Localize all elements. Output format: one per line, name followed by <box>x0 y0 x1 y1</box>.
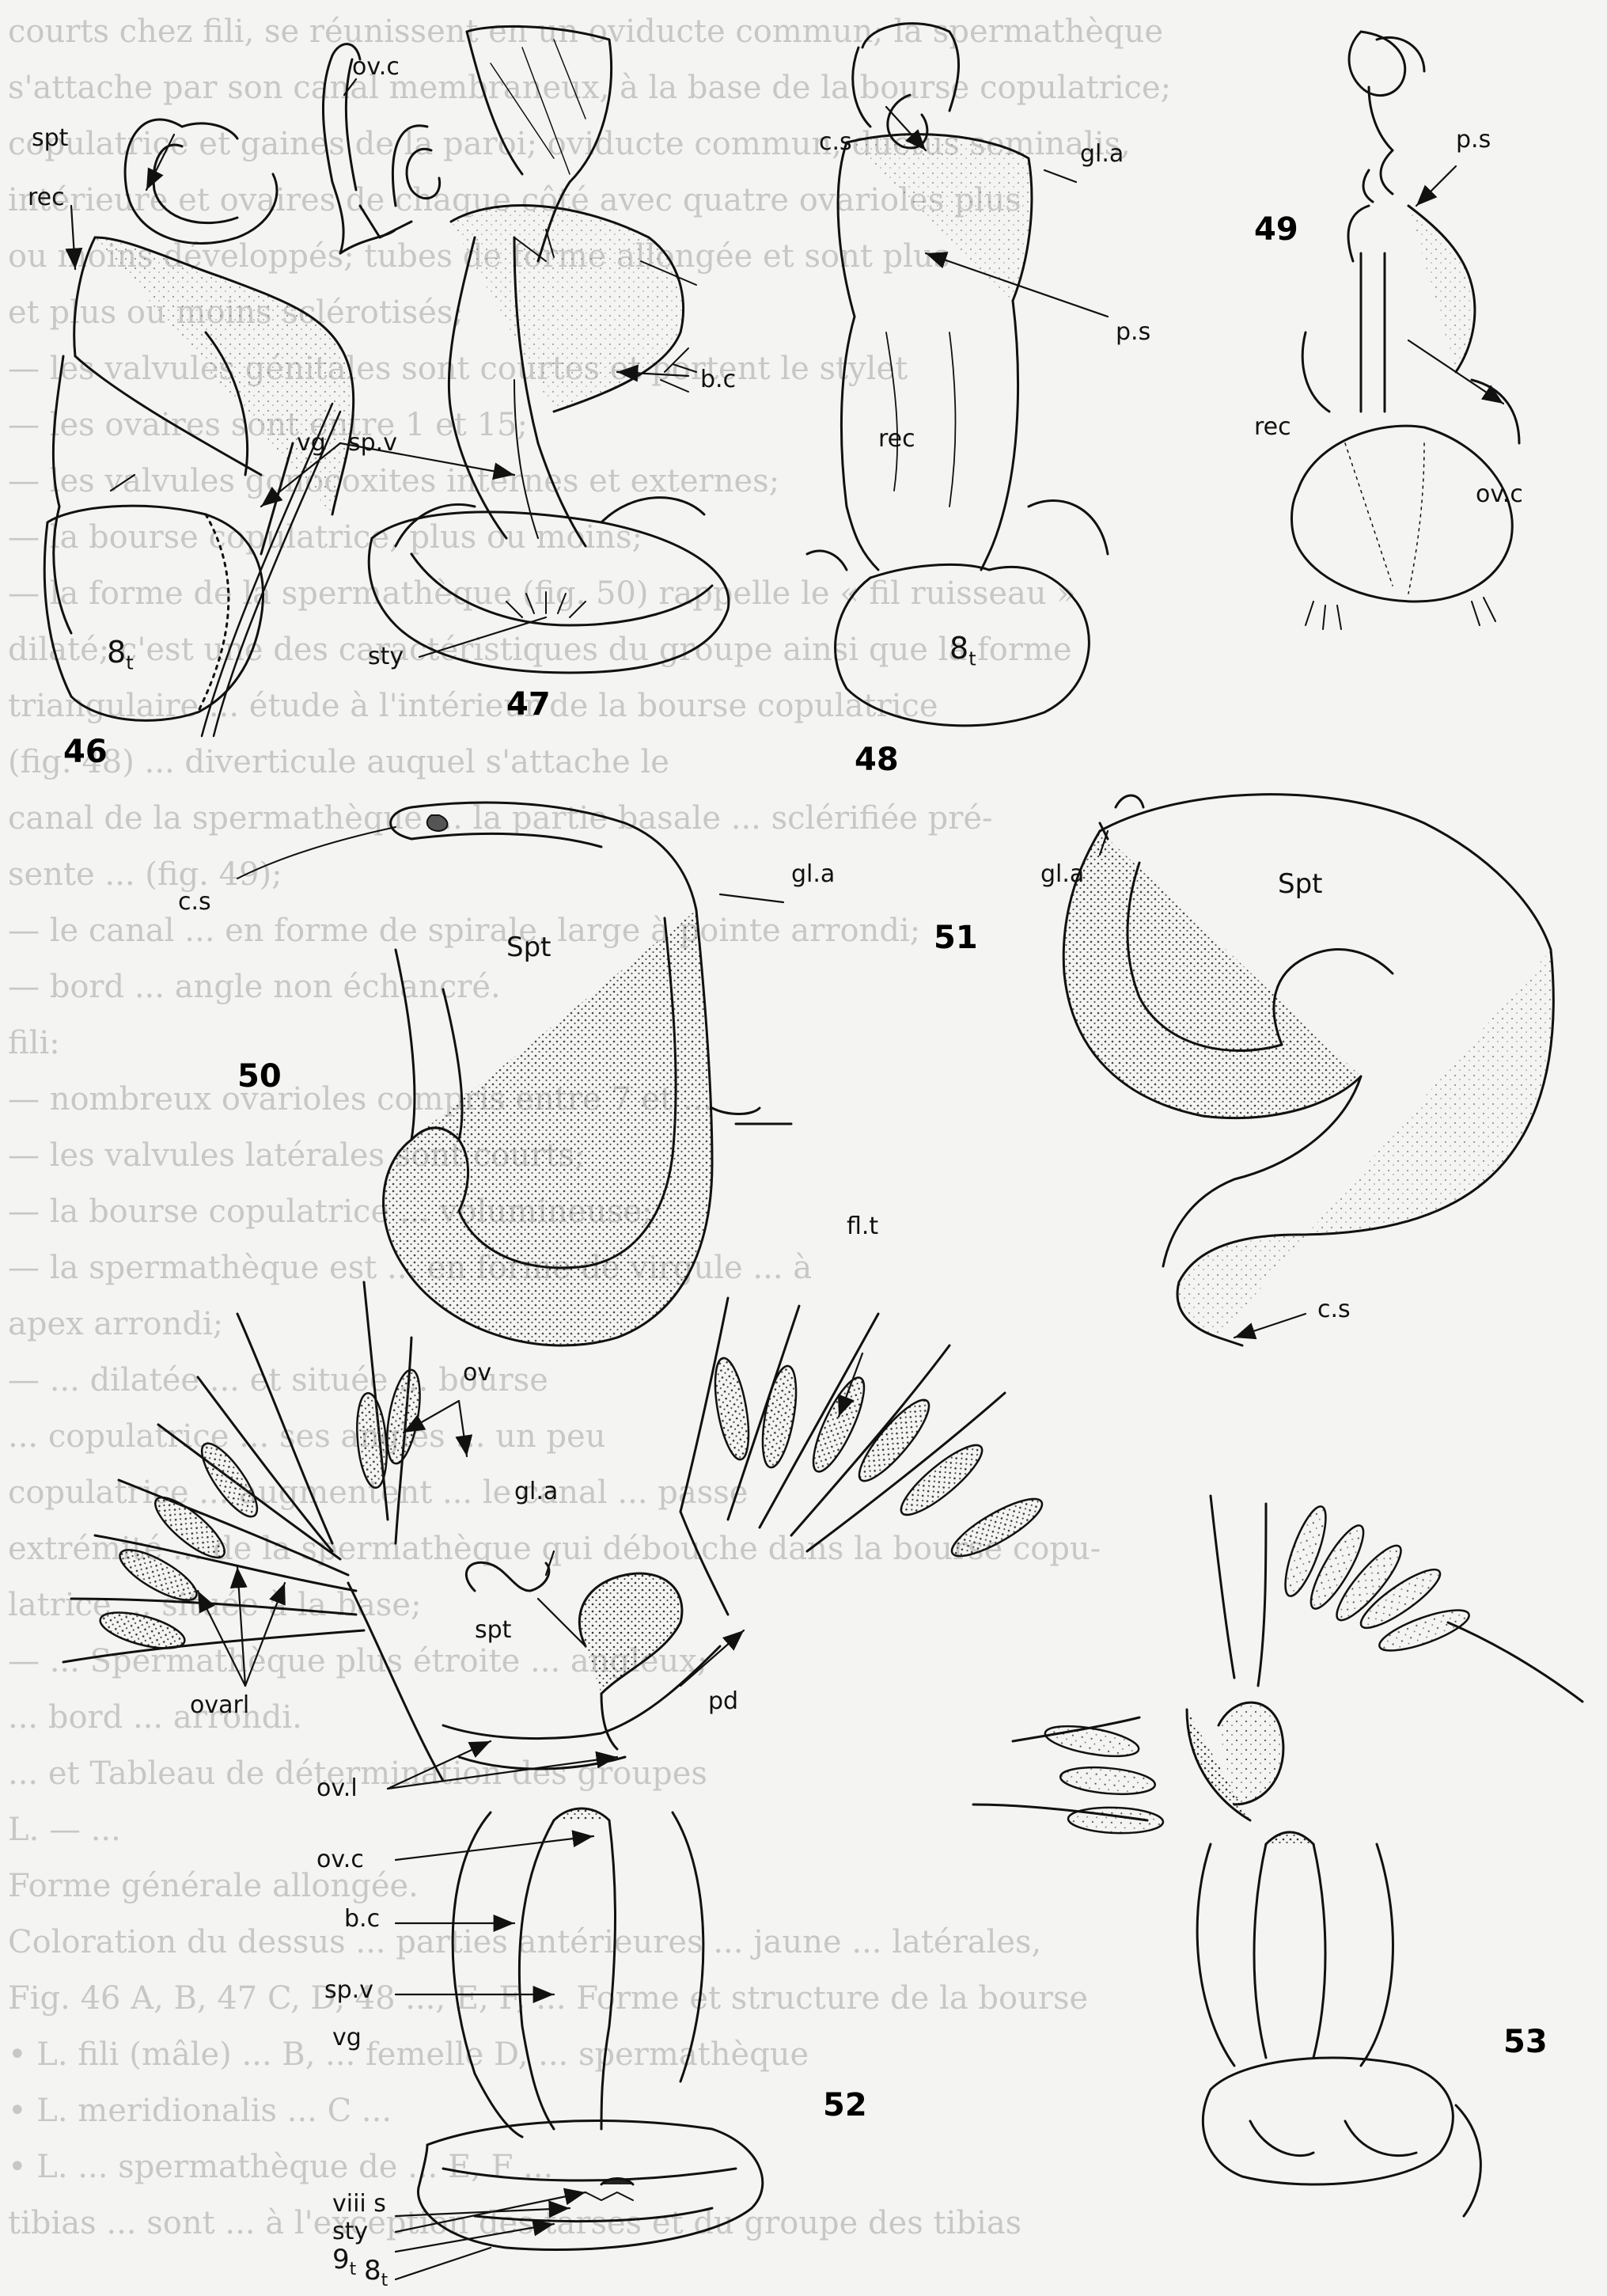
label-rec: rec <box>28 186 65 210</box>
label-c-s: c.s <box>178 890 211 914</box>
label-sp-v: sp.v <box>324 1979 373 2002</box>
label-spt: spt <box>475 1619 511 1642</box>
label-ov-c: ov.c <box>352 55 400 79</box>
subscript-t: t <box>968 648 976 670</box>
figure-number-49: 49 <box>1254 214 1298 245</box>
label-spt: Spt <box>506 934 551 961</box>
figure-number-46: 46 <box>63 736 108 768</box>
label-ov-c: ov.c <box>316 1848 364 1872</box>
subscript-t: t <box>381 2271 388 2290</box>
label-gl-a: gl.a <box>1080 142 1124 166</box>
label-gl-a: gl.a <box>791 863 835 886</box>
label-spt: spt <box>32 127 68 150</box>
label-ov-l: ov.l <box>316 1777 358 1801</box>
label-b-c: b.c <box>700 368 736 392</box>
figure-53-drawing <box>973 1496 1582 2216</box>
label-gl-a: gl.a <box>1040 863 1084 886</box>
label-b-c: b.c <box>344 1907 380 1931</box>
label-sty: sty <box>368 645 404 669</box>
label-p-s: p.s <box>1456 128 1491 152</box>
label-sty: sty <box>332 2220 368 2244</box>
label-ov: ov <box>463 1361 491 1385</box>
label-8t: 8t <box>364 2257 388 2290</box>
label-9t: 9t <box>332 2246 356 2279</box>
label-c-s: c.s <box>819 131 852 154</box>
figure-49-drawing <box>1292 32 1520 629</box>
figure-number-52: 52 <box>823 2089 867 2121</box>
subscript-t: t <box>350 2260 357 2279</box>
figure-50-drawing <box>237 803 791 1345</box>
figure-number-53: 53 <box>1503 2026 1548 2058</box>
figure-48-drawing <box>807 24 1108 726</box>
label-vg: vg <box>297 431 326 455</box>
label-8t: 8t <box>949 633 976 669</box>
label-rec: rec <box>878 427 915 451</box>
figure-47-drawing <box>360 26 729 673</box>
label-p-s: p.s <box>1116 321 1150 344</box>
figure-number-47: 47 <box>506 689 551 720</box>
label-pd: pd <box>708 1690 738 1713</box>
label-gl-a: gl.a <box>514 1480 558 1504</box>
figure-number-48: 48 <box>855 744 899 776</box>
label-8t: 8t <box>107 637 134 673</box>
label-fl-t: fl.t <box>847 1215 878 1239</box>
label-ov-c: ov.c <box>1476 483 1523 507</box>
label-vg: vg <box>332 2026 362 2050</box>
label-sp-v: sp.v <box>348 431 397 455</box>
figure-number-51: 51 <box>934 922 978 954</box>
figure-number-50: 50 <box>237 1061 282 1092</box>
label-viii-s: viii s <box>332 2192 386 2216</box>
label-spt: Spt <box>1278 871 1323 898</box>
figure-46-drawing <box>44 44 396 736</box>
subscript-t: t <box>126 652 133 674</box>
label-rec: rec <box>1254 416 1291 439</box>
label-ovarl: ovarl <box>190 1694 249 1717</box>
label-c-s: c.s <box>1317 1298 1351 1322</box>
